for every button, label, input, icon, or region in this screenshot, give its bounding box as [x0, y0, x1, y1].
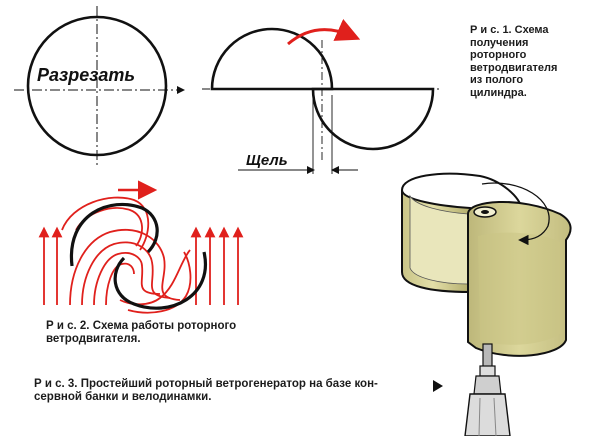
fig1-caption: Р и с. 1. Схема получения роторного ветр…	[470, 24, 558, 99]
fig2-curved-flow	[105, 262, 135, 306]
fig2-curved-flow	[61, 196, 150, 251]
fig2-curved-flow	[119, 249, 191, 306]
fig1-lower-half	[311, 87, 435, 151]
fig1-slot-label: Щель	[246, 152, 288, 169]
fig2-curved-flow	[75, 207, 143, 247]
fig1-rotor-halves: Щель	[202, 18, 442, 174]
fig3-caption: Р и с. 3. Простейший роторный ветрогенер…	[34, 378, 378, 403]
fig3-front-shade	[478, 232, 560, 345]
fig2-caption: Р и с. 2. Схема работы роторного ветродв…	[46, 320, 237, 345]
fig2-curved-flow	[127, 251, 192, 314]
fig3-can-generator	[401, 172, 572, 436]
fig3-rotation-arrow	[481, 182, 550, 246]
fig2-rotor-blade-upper	[69, 202, 159, 267]
fig2-curved-flow	[93, 252, 161, 306]
fig3-caption-pointer-icon	[433, 380, 443, 392]
fig1-cut-label: Разрезать	[37, 65, 135, 85]
fig2-curved-flow	[69, 229, 181, 306]
fig1-upper-half	[210, 27, 334, 91]
fig2-curved-flow	[81, 241, 171, 306]
fig3-top-rim	[401, 172, 523, 211]
fig1-circle-group: Разрезать	[14, 6, 185, 166]
fig3-shaft-hole	[481, 210, 489, 214]
fig2-rotor-blade-lower	[113, 251, 208, 310]
fig2-airflow-scheme	[38, 180, 244, 314]
fig1-rotation-arrow	[287, 18, 361, 46]
fig3-bicycle-dynamo	[464, 365, 511, 436]
